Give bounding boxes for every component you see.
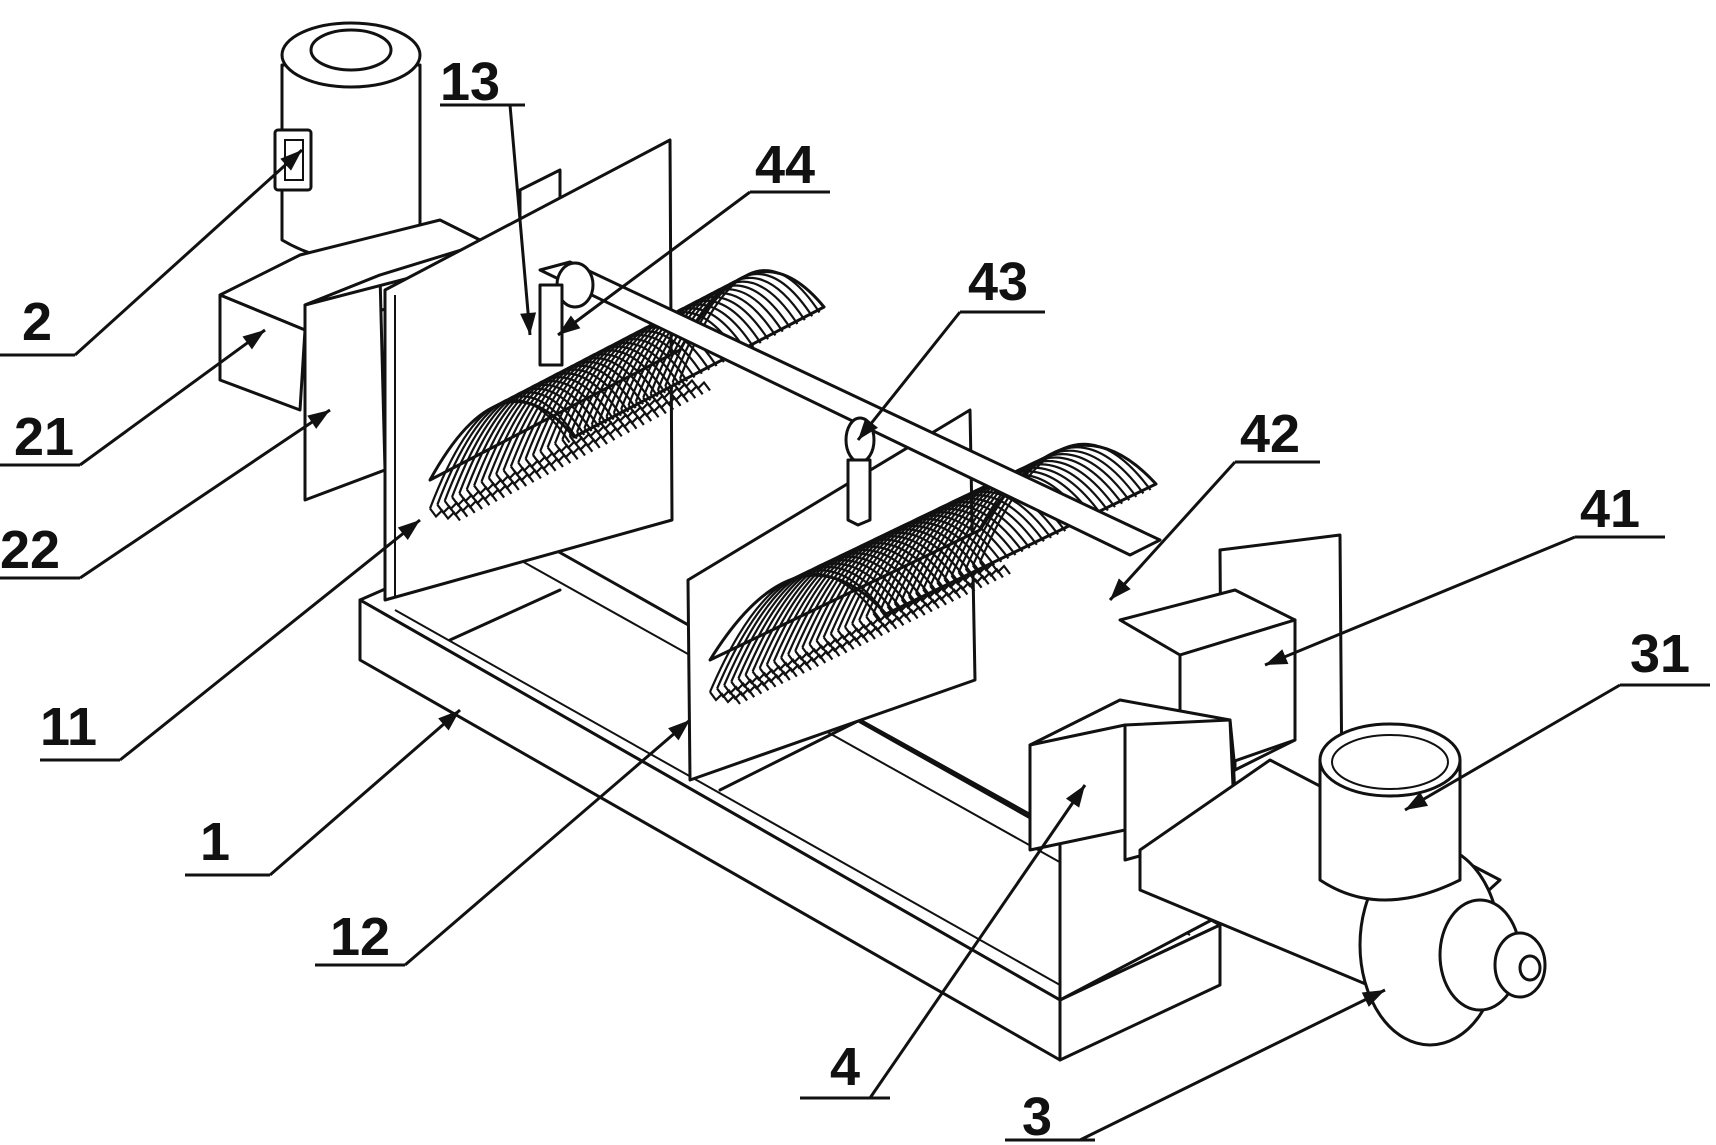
leader-3 — [1079, 988, 1386, 1142]
top-shaft — [538, 260, 1162, 557]
label-11: 11 — [40, 697, 97, 757]
label-1: 1 — [200, 812, 230, 872]
leader-2 — [73, 148, 304, 357]
gearbox — [218, 168, 562, 502]
leader-22 — [79, 408, 331, 580]
leader-44 — [557, 190, 751, 337]
callout-labels: 2 21 22 11 1 12 13 44 43 42 41 31 4 3 — [0, 52, 1710, 1145]
leader-13 — [508, 104, 532, 336]
leader-3-arrowhead — [1361, 990, 1385, 1007]
leader-11 — [119, 518, 421, 762]
leader-44-arrowhead — [558, 315, 581, 335]
leader-2-arrowhead — [280, 150, 302, 171]
motor — [273, 21, 422, 262]
leader-4-arrowhead — [1065, 785, 1085, 808]
leader-1 — [269, 708, 461, 877]
screen-drum-left — [428, 269, 826, 522]
leader-41-arrowhead — [1265, 649, 1289, 665]
leader-1-arrowhead — [438, 710, 460, 731]
leader-12-arrowhead — [668, 720, 690, 741]
base-frame — [358, 528, 1222, 1062]
screw-conveyor — [1138, 722, 1547, 1047]
label-4: 4 — [830, 1037, 860, 1097]
leader-4 — [868, 784, 1087, 1099]
leader-31 — [1404, 683, 1621, 812]
label-22: 22 — [0, 520, 60, 580]
label-3: 3 — [1022, 1087, 1052, 1145]
leader-43-arrowhead — [858, 417, 878, 440]
leader-13-arrowhead — [520, 312, 537, 335]
left-drum-tooth — [679, 377, 711, 392]
label-44: 44 — [755, 135, 815, 195]
right-drum-tooth — [979, 561, 1011, 575]
leader-21 — [79, 328, 266, 467]
label-2: 2 — [22, 292, 52, 352]
label-13: 13 — [440, 52, 500, 112]
callout-leaders — [73, 104, 1621, 1142]
label-43: 43 — [968, 252, 1028, 312]
label-21: 21 — [14, 407, 74, 467]
leader-21-arrowhead — [242, 330, 265, 350]
right-drum-disc — [978, 442, 1152, 563]
leader-22-arrowhead — [307, 410, 330, 429]
leader-31-arrowhead — [1405, 792, 1429, 810]
leader-41 — [1264, 535, 1576, 667]
label-31: 31 — [1630, 624, 1690, 684]
leader-43 — [856, 311, 962, 441]
label-41: 41 — [1580, 479, 1640, 539]
label-42: 42 — [1240, 404, 1300, 464]
leader-42 — [1108, 460, 1237, 602]
label-12: 12 — [330, 907, 390, 967]
leader-42-arrowhead — [1110, 578, 1131, 600]
leader-11-arrowhead — [397, 520, 420, 540]
leader-12 — [404, 718, 691, 967]
